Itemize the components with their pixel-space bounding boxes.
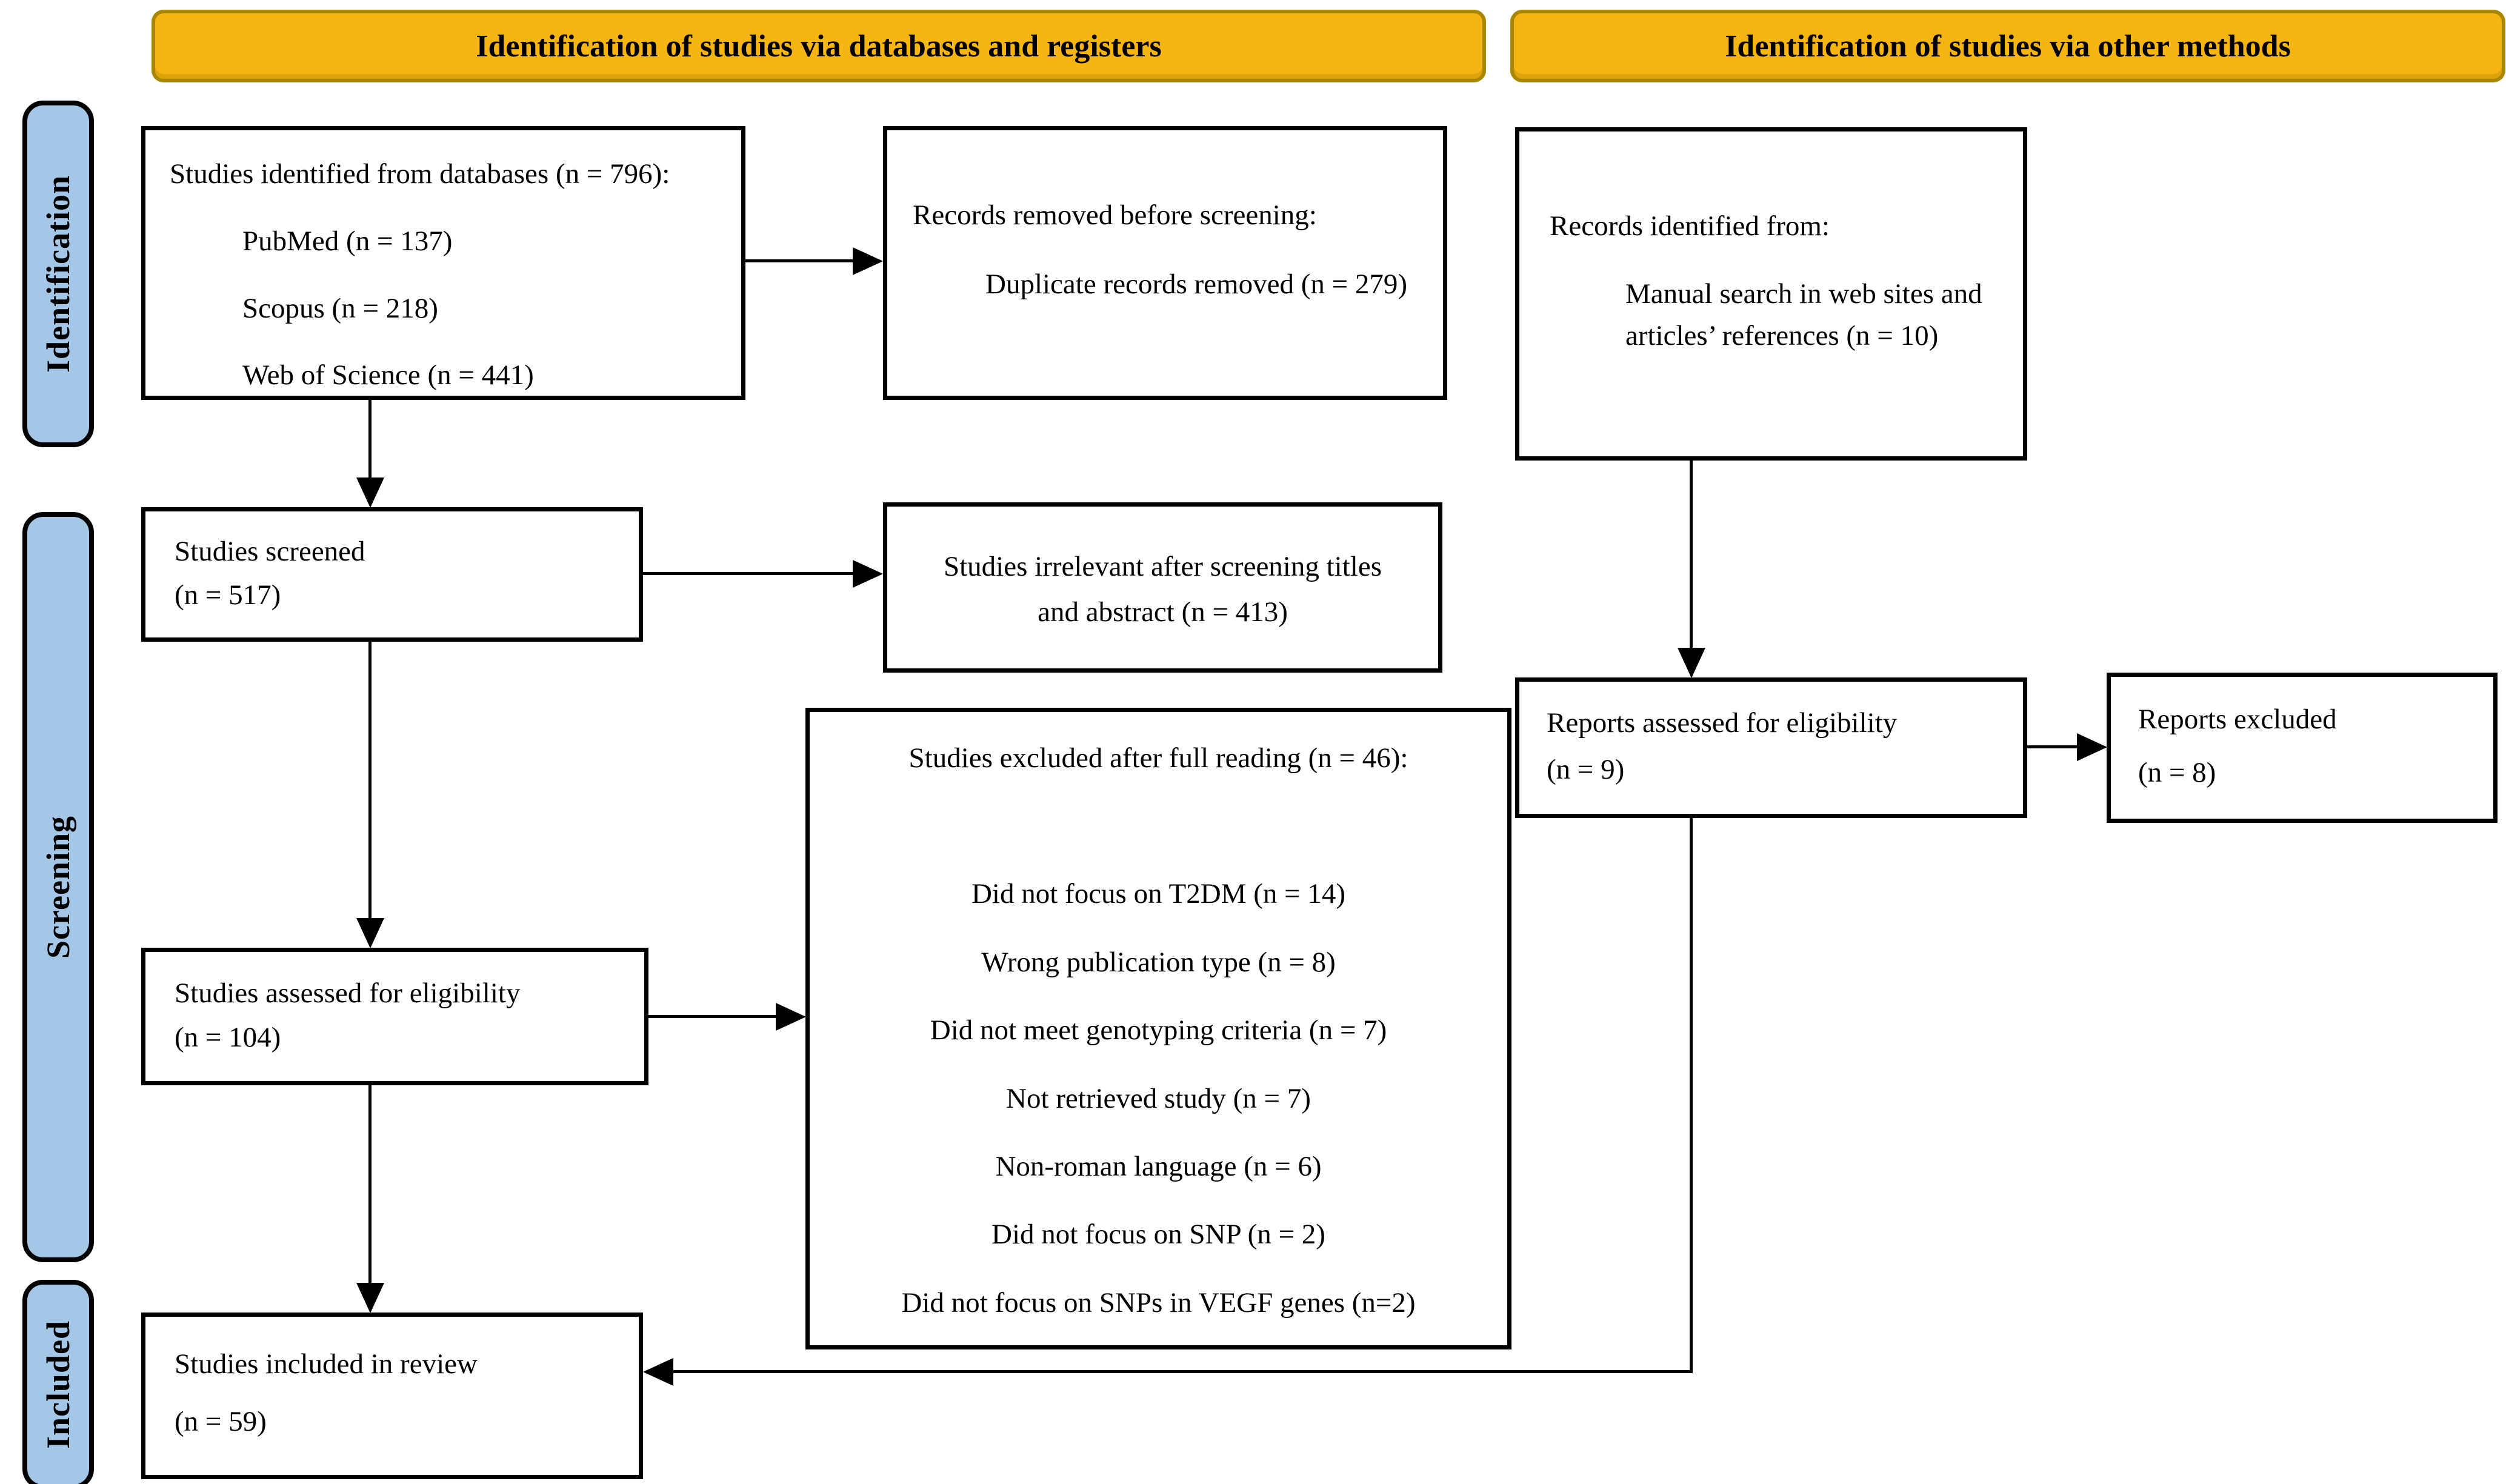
connector-reports-to-included-vertical — [1690, 818, 1693, 1373]
arrow-reports-to-excluded-head — [2077, 733, 2107, 761]
excluded-reason: Non-roman language (n = 6) — [995, 1150, 1322, 1182]
records-removed-item: Duplicate records removed (n = 279) — [985, 268, 1408, 301]
excluded-reason: Not retrieved study (n = 7) — [1006, 1082, 1311, 1114]
box-studies-identified: Studies identified from databases (n = 7… — [141, 126, 745, 400]
box-records-identified-other: Records identified from: Manual search i… — [1515, 127, 2027, 461]
records-removed-title: Records removed before screening: — [913, 199, 1317, 231]
connector-reports-to-included-head — [643, 1358, 673, 1386]
arrow-identified-to-screened-head — [356, 477, 384, 508]
box-studies-included: Studies included in review (n = 59) — [141, 1313, 643, 1479]
studies-identified-item: PubMed (n = 137) — [242, 225, 453, 258]
stage-screening-text: Screening — [40, 816, 76, 959]
arrow-assessed-to-included-head — [356, 1283, 384, 1313]
arrow-screened-to-irrelevant-head — [853, 560, 883, 588]
arrow-assessed-to-included-line — [368, 1085, 372, 1284]
studies-assessed-title: Studies assessed for eligibility — [175, 977, 521, 1009]
studies-irrelevant-line1: Studies irrelevant after screening title… — [943, 551, 1382, 582]
arrow-reports-to-excluded-line — [2027, 745, 2078, 748]
studies-identified-title: Studies identified from databases (n = 7… — [170, 158, 670, 190]
header-databases-registers: Identification of studies via databases … — [152, 10, 1486, 82]
excluded-reason: Wrong publication type (n = 8) — [981, 946, 1336, 978]
arrow-screened-to-assessed-head — [356, 918, 384, 948]
stage-identification-text: Identification — [40, 175, 77, 373]
header-databases-label: Identification of studies via databases … — [476, 28, 1162, 64]
stage-label-screening: Screening — [22, 512, 94, 1262]
stage-label-identification: Identification — [22, 101, 94, 447]
studies-included-title: Studies included in review — [175, 1348, 478, 1380]
stage-label-included: Included — [22, 1280, 94, 1484]
excluded-reason: Did not focus on SNP (n = 2) — [991, 1219, 1325, 1251]
header-other-methods: Identification of studies via other meth… — [1510, 10, 2505, 82]
studies-irrelevant-line2: and abstract (n = 413) — [1038, 596, 1288, 628]
arrow-identified-to-removed-head — [853, 247, 883, 275]
studies-screened-title: Studies screened — [175, 536, 365, 567]
arrow-other-to-reports-head — [1678, 648, 1705, 678]
stage-included-text: Included — [40, 1320, 76, 1449]
studies-identified-item: Web of Science (n = 441) — [242, 359, 534, 391]
box-studies-excluded-full: Studies excluded after full reading (n =… — [805, 708, 1511, 1349]
box-studies-assessed: Studies assessed for eligibility (n = 10… — [141, 948, 648, 1085]
arrow-assessed-to-excluded-head — [776, 1003, 806, 1031]
arrow-screened-to-irrelevant-line — [643, 572, 854, 575]
studies-screened-count: (n = 517) — [175, 579, 281, 611]
arrow-other-to-reports-line — [1690, 461, 1693, 648]
header-other-methods-label: Identification of studies via other meth… — [1725, 28, 2291, 64]
arrow-screened-to-assessed-line — [368, 642, 372, 919]
studies-assessed-count: (n = 104) — [175, 1021, 281, 1053]
reports-excluded-count: (n = 8) — [2138, 756, 2216, 788]
reports-excluded-title: Reports excluded — [2138, 704, 2337, 735]
studies-included-count: (n = 59) — [175, 1405, 267, 1437]
box-records-removed: Records removed before screening: Duplic… — [883, 126, 1447, 400]
box-studies-irrelevant: Studies irrelevant after screening title… — [883, 502, 1442, 673]
studies-excluded-title: Studies excluded after full reading (n =… — [908, 742, 1408, 774]
connector-reports-to-included-horizontal — [672, 1370, 1693, 1373]
box-reports-assessed: Reports assessed for eligibility (n = 9) — [1515, 677, 2027, 818]
excluded-reason: Did not focus on SNPs in VEGF genes (n=2… — [901, 1286, 1416, 1319]
box-studies-screened: Studies screened (n = 517) — [141, 507, 643, 642]
arrow-assessed-to-excluded-line — [648, 1015, 777, 1018]
arrow-identified-to-removed-line — [745, 259, 855, 262]
excluded-reason: Did not focus on T2DM (n = 14) — [971, 878, 1345, 910]
arrow-identified-to-screened-line — [368, 400, 372, 479]
records-identified-other-title: Records identified from: — [1550, 210, 1830, 242]
reports-assessed-count: (n = 9) — [1547, 753, 1625, 785]
reports-assessed-title: Reports assessed for eligibility — [1547, 707, 1898, 739]
box-reports-excluded: Reports excluded (n = 8) — [2107, 673, 2498, 823]
studies-identified-item: Scopus (n = 218) — [242, 292, 438, 324]
records-identified-other-item: Manual search in web sites and articles’… — [1625, 278, 1982, 351]
excluded-reason: Did not meet genotyping criteria (n = 7) — [930, 1014, 1387, 1046]
